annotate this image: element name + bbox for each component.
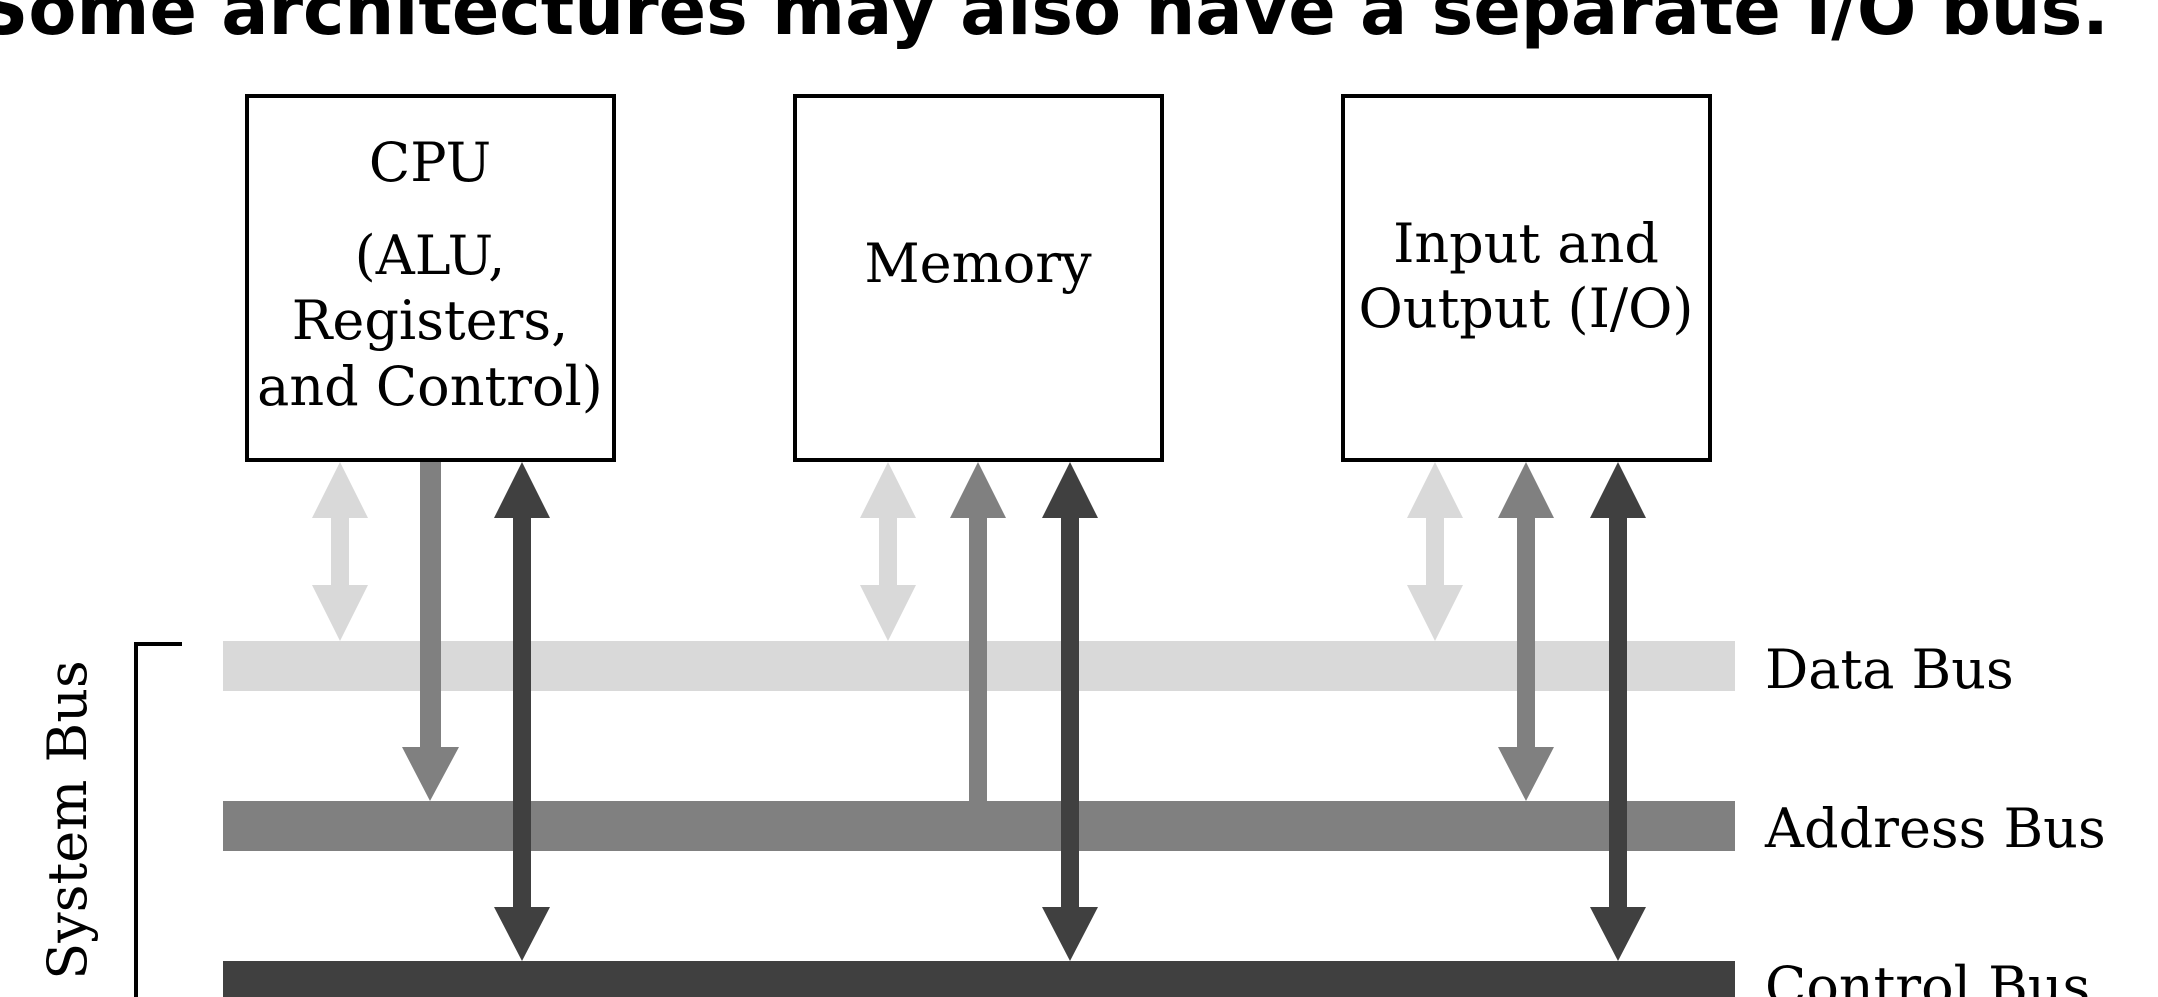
io-line-1: Input and [1393,212,1659,275]
io-address-bus-arrow [1498,462,1554,801]
system-bus-bracket [134,642,182,997]
cpu-address-bus-arrow [402,462,459,801]
address-bus-label: Address Bus [1764,797,2106,860]
memory-control-bus-arrow [1042,462,1098,961]
data-bus-label: Data Bus [1765,638,2014,701]
cpu-data-bus-arrow [312,462,368,641]
heading: Some architectures may also have a separ… [0,0,2158,50]
cpu-detail-line-3: and Control) [257,355,603,418]
heading-text: Some architectures may also have a separ… [0,0,2109,50]
io-box [1341,94,1712,462]
control-bus-label: Control Bus [1765,955,2090,997]
io-control-bus-arrow [1590,462,1646,961]
cpu-detail-line-2: Registers, [292,289,569,352]
cpu-title: CPU [369,131,491,194]
memory-data-bus-arrow [860,462,916,641]
system-bus-label: System Bus [36,660,99,979]
memory-box [793,94,1164,462]
io-data-bus-arrow [1407,462,1463,641]
address-bus-bar [223,801,1735,851]
memory-title: Memory [864,232,1092,295]
memory-address-bus-arrow [950,462,1006,801]
cpu-box [245,94,616,462]
control-bus-bar [223,961,1735,997]
io-line-2: Output (I/O) [1359,277,1694,340]
cpu-detail-line-1: (ALU, [355,224,506,287]
cpu-control-bus-arrow [494,462,550,961]
